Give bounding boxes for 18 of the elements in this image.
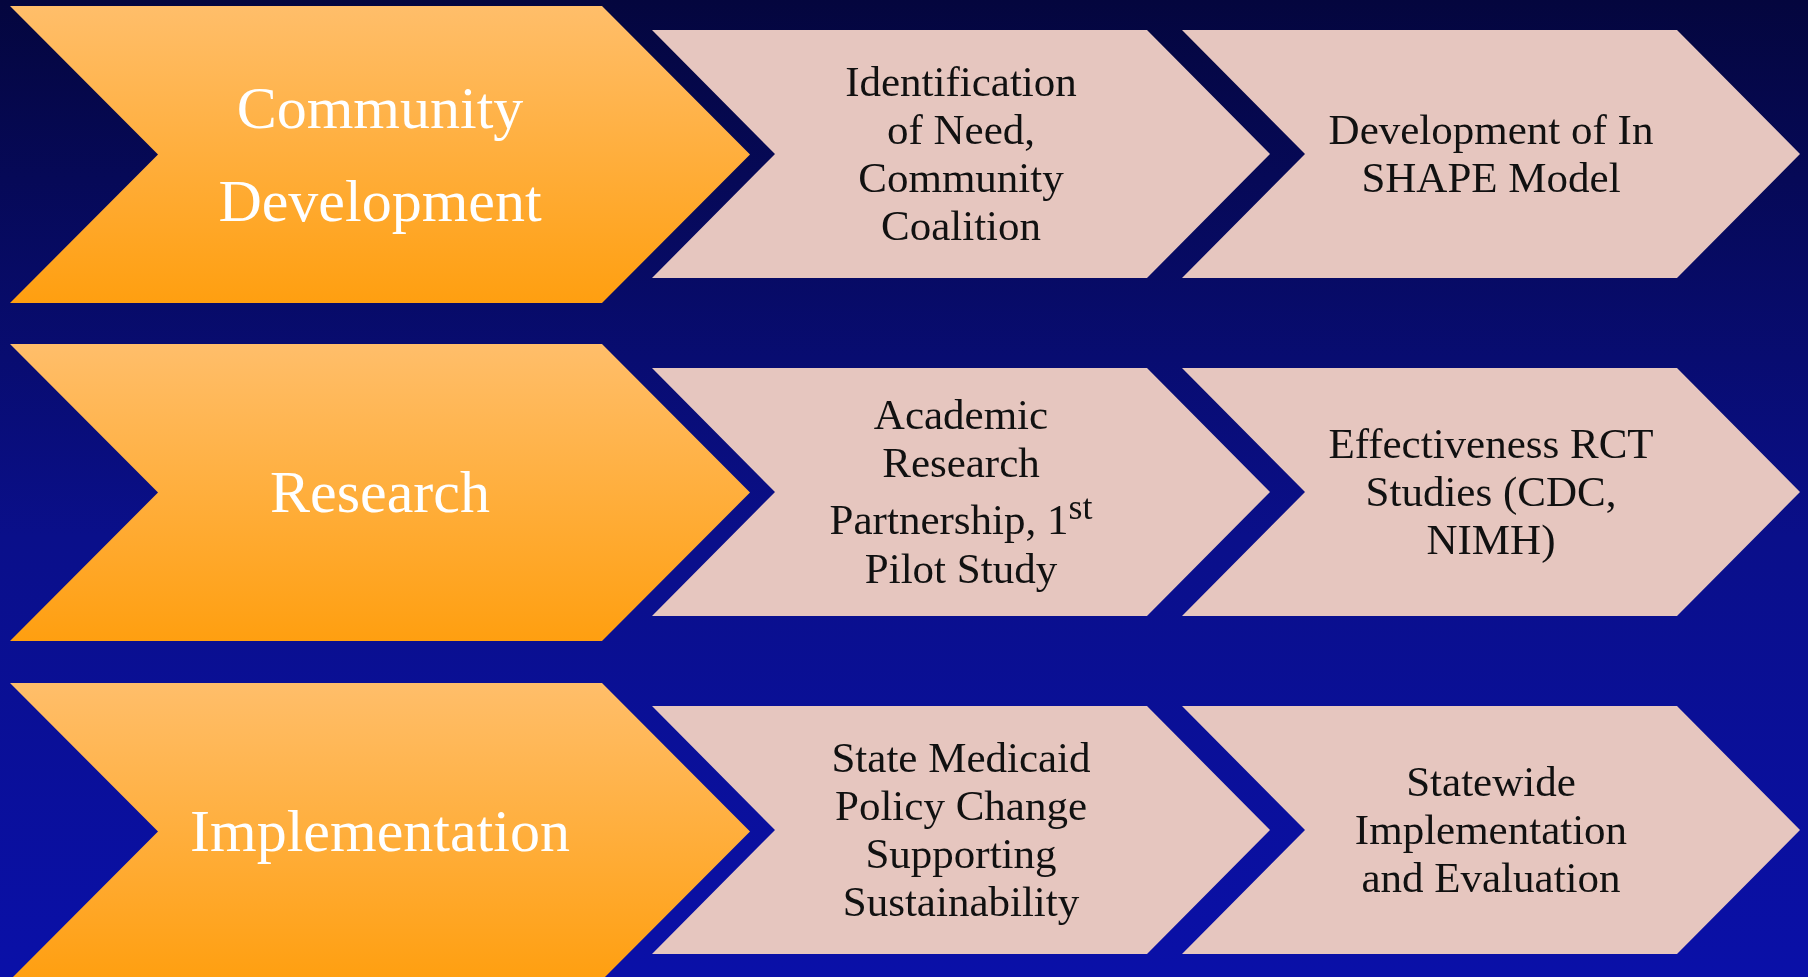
step-banner — [652, 368, 1270, 616]
step-banner — [1182, 30, 1800, 278]
step-text: Effectiveness RCT Studies (CDC, NIMH) — [1327, 419, 1655, 565]
phase-title: Research — [270, 458, 490, 527]
step-text: Development of In SHAPE Model — [1327, 105, 1655, 203]
step-text: Statewide Implementation and Evaluation — [1353, 757, 1629, 903]
step-banner — [652, 30, 1270, 278]
phase-title: Implementation — [190, 797, 570, 866]
step-banner — [652, 706, 1270, 954]
step-text: Academic Research Partnership, 1$^{st}$ Pilot Study — [828, 391, 1094, 593]
phase-title: Community Development — [217, 73, 543, 236]
phase-banner — [10, 6, 750, 303]
step-text: Identification of Need, Community Coalition — [844, 57, 1078, 251]
step-text: State Medicaid Policy Change Supporting Sustainability — [830, 733, 1092, 927]
phase-banner — [10, 344, 750, 641]
step-banner — [1182, 706, 1800, 954]
phase-banner — [10, 683, 750, 977]
step-banner — [1182, 368, 1800, 616]
